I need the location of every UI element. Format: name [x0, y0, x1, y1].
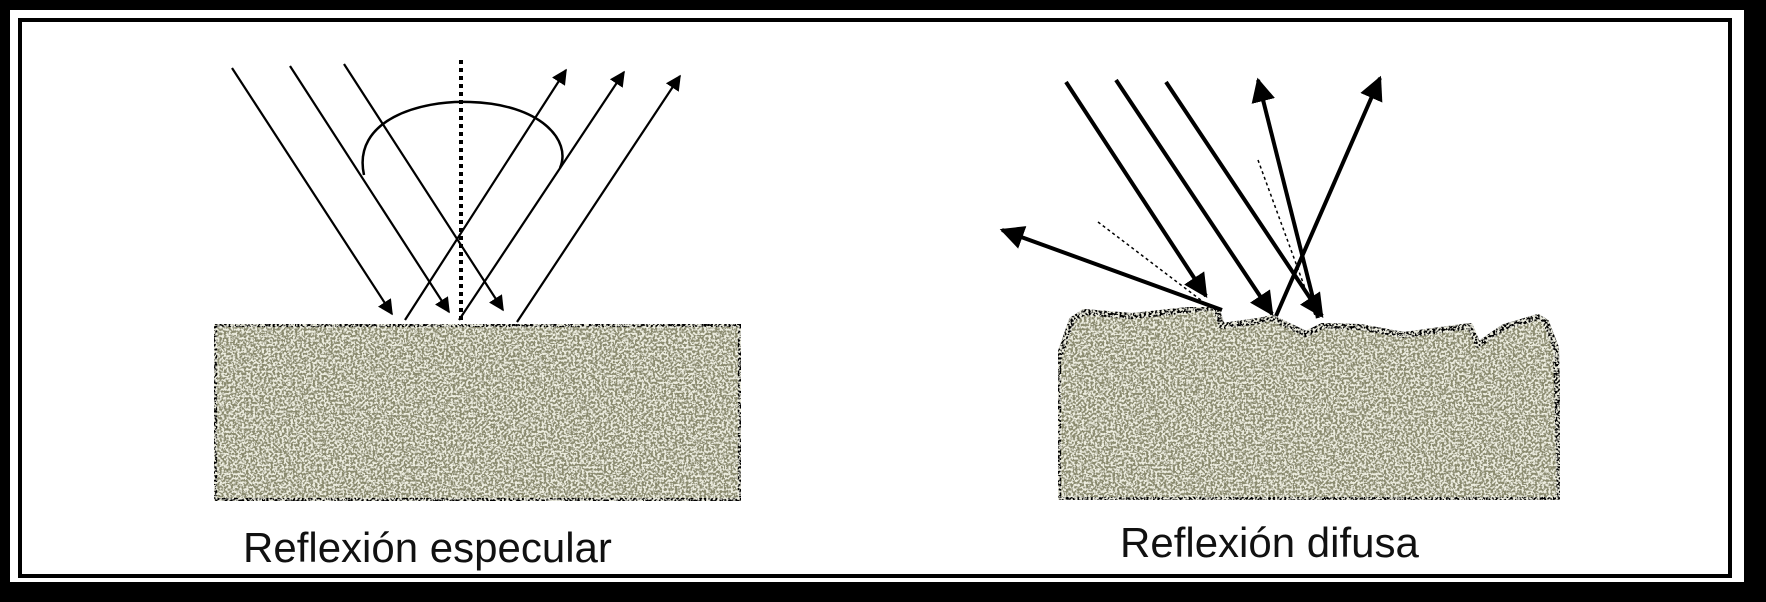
diffuse-caption: Reflexión difusa	[1120, 519, 1419, 566]
specular-panel	[211, 60, 744, 504]
rough-surface	[1055, 304, 1563, 503]
scattered-ray	[1274, 75, 1383, 317]
scattered-ray	[1251, 77, 1320, 319]
reflected-ray	[404, 68, 567, 321]
local-normal	[1097, 221, 1207, 305]
incident-ray	[343, 63, 504, 312]
incident-ray	[289, 65, 450, 314]
diffuse-panel	[999, 75, 1563, 503]
specular-caption: Reflexión especular	[243, 524, 612, 571]
incident-ray	[1114, 78, 1274, 316]
reflected-ray	[516, 74, 681, 323]
smooth-surface	[211, 321, 744, 504]
incident-ray	[1064, 80, 1208, 299]
reflected-ray	[458, 70, 625, 321]
incident-ray	[231, 67, 393, 316]
angle-arc	[361, 100, 564, 176]
incident-ray	[1164, 80, 1324, 318]
scattered-ray	[999, 226, 1223, 312]
